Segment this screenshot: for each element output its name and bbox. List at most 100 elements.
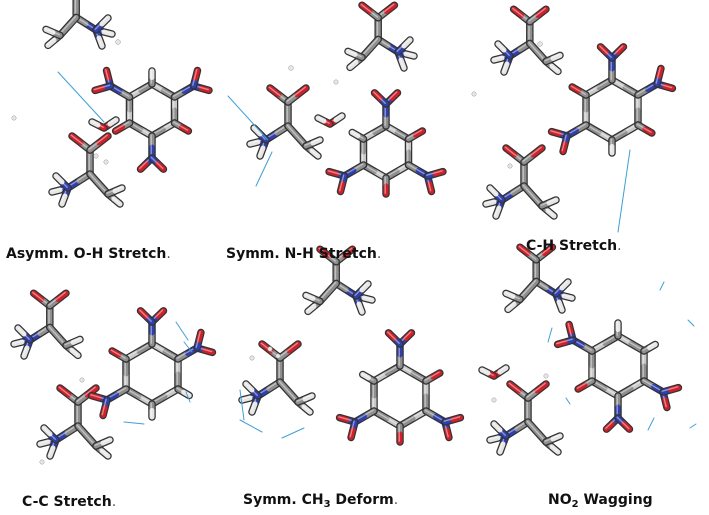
- bond-highlight: [278, 380, 298, 402]
- bond-highlight: [286, 86, 306, 102]
- bond: [662, 397, 670, 411]
- hydrogen-atom: [249, 355, 255, 361]
- bond-highlight: [304, 138, 320, 146]
- bond: [310, 137, 323, 146]
- caption-period: .: [617, 238, 622, 254]
- bond: [403, 51, 417, 59]
- panel-caption-no2-wagging: NO2 Wagging: [548, 492, 653, 510]
- bond: [621, 421, 632, 432]
- bond: [317, 246, 331, 258]
- bond-highlight: [93, 84, 111, 91]
- bond: [341, 246, 355, 258]
- bond: [495, 41, 507, 53]
- hydrogen-atom: [11, 115, 17, 121]
- vibration-vector-arrow: [281, 427, 305, 439]
- bond-highlight: [426, 170, 443, 176]
- hydrogen-atom: [537, 41, 543, 47]
- bond-highlight: [616, 379, 644, 396]
- bond-highlight: [398, 409, 426, 426]
- bond: [535, 6, 549, 18]
- bond-highlight: [278, 342, 298, 358]
- bond-highlight: [127, 82, 152, 97]
- caption-period: .: [376, 246, 382, 262]
- bond: [294, 85, 309, 98]
- bond-highlight: [124, 342, 152, 359]
- bond-highlight: [396, 38, 410, 52]
- bond-highlight: [58, 15, 77, 36]
- bond: [493, 205, 502, 219]
- bond-highlight: [110, 349, 126, 359]
- bond: [386, 330, 397, 341]
- bond-highlight: [268, 86, 288, 102]
- bond-highlight: [504, 291, 520, 300]
- hydrogen-atom: [103, 159, 109, 165]
- bond-highlight: [48, 291, 66, 306]
- bond-highlight: [286, 124, 306, 146]
- bond-highlight: [616, 416, 630, 430]
- bond: [501, 61, 510, 75]
- bond-highlight: [32, 291, 50, 306]
- bond: [92, 85, 106, 93]
- bond-highlight: [256, 380, 280, 396]
- bond: [642, 126, 655, 136]
- bond-highlight: [522, 146, 542, 162]
- bond: [338, 181, 345, 195]
- bond-highlight: [642, 379, 663, 392]
- bond: [89, 393, 102, 401]
- bond-highlight: [244, 382, 258, 396]
- bond: [444, 427, 452, 441]
- bond-highlight: [88, 134, 108, 150]
- bond-highlight: [16, 326, 30, 340]
- bond: [21, 345, 30, 359]
- bond-highlight: [70, 134, 90, 150]
- bond-highlight: [590, 334, 618, 351]
- bond: [549, 444, 561, 455]
- bond-highlight: [576, 379, 592, 389]
- hydrogen-atom: [39, 459, 45, 465]
- bond-highlight: [518, 279, 537, 300]
- bond-highlight: [76, 386, 96, 402]
- bond: [99, 15, 111, 27]
- bond: [503, 290, 516, 299]
- bond: [647, 342, 658, 351]
- bond: [487, 185, 499, 197]
- bond-highlight: [488, 186, 502, 200]
- bond-highlight: [556, 338, 573, 345]
- bond: [57, 385, 72, 398]
- bond: [247, 139, 261, 147]
- bond: [301, 404, 313, 415]
- bond: [155, 161, 166, 172]
- bond: [398, 57, 407, 71]
- bond-highlight: [304, 293, 320, 302]
- bond: [326, 169, 340, 177]
- bond: [348, 427, 356, 441]
- bond-highlight: [480, 368, 494, 376]
- bond-highlight: [66, 172, 90, 188]
- bond: [257, 145, 266, 159]
- bond: [534, 381, 549, 394]
- vibration-vector-arrow: [239, 389, 245, 421]
- bond: [138, 308, 149, 319]
- bond-highlight: [610, 78, 638, 95]
- bond-highlight: [636, 123, 652, 133]
- hydrogen-atom: [491, 397, 497, 403]
- bond: [389, 90, 400, 101]
- hydrogen-atom: [115, 39, 121, 45]
- hydrogen-atom: [543, 373, 549, 379]
- bond: [432, 169, 446, 177]
- bond-highlight: [636, 82, 657, 95]
- bond: [315, 115, 327, 124]
- vibration-vector-arrow: [227, 95, 269, 141]
- bond: [372, 90, 383, 101]
- bond-highlight: [384, 163, 409, 178]
- bond-highlight: [339, 174, 345, 192]
- caption-text-pre: Symm. CH: [243, 492, 324, 508]
- bond: [427, 181, 434, 195]
- vibration-vector-arrow: [647, 417, 655, 431]
- bond-highlight: [124, 387, 152, 404]
- bond-highlight: [150, 156, 164, 170]
- caption-subscript: 2: [571, 499, 579, 510]
- bond-highlight: [173, 84, 194, 97]
- bond: [243, 381, 255, 393]
